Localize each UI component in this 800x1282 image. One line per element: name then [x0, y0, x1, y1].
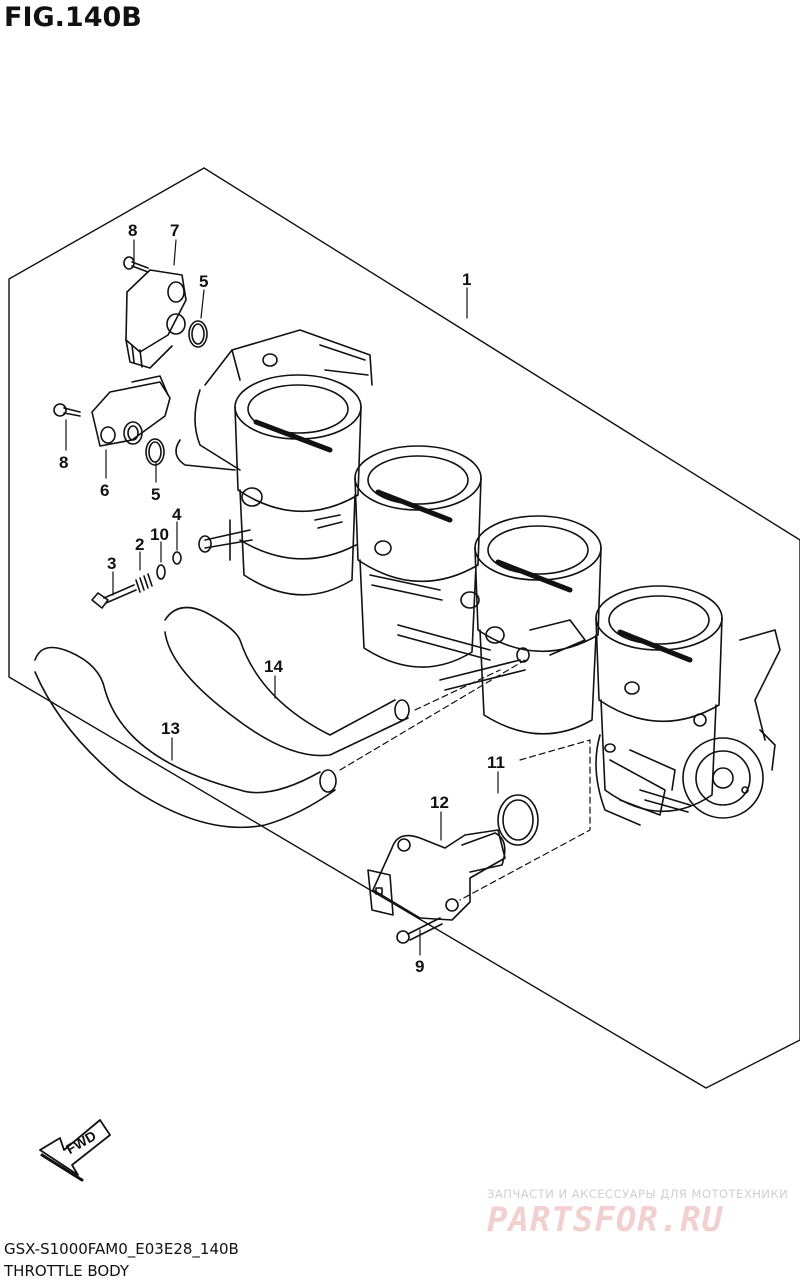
watermark-brand: PARTSFOR.RU — [487, 1200, 724, 1240]
sensor-part-7[interactable] — [125, 269, 187, 369]
screw-part-3[interactable] — [91, 584, 137, 609]
o-ring-part-11[interactable] — [497, 794, 539, 846]
assembly-frame — [8, 167, 800, 1089]
callout-5-lower: 5 — [151, 485, 160, 504]
fwd-arrow — [39, 1119, 111, 1182]
callout-3: 3 — [107, 554, 116, 573]
screw-part-9[interactable] — [396, 917, 443, 944]
callout-7: 7 — [170, 221, 179, 240]
callout-2: 2 — [135, 535, 144, 554]
o-ring-part-5-upper[interactable] — [188, 320, 208, 348]
throttle-body-assembly[interactable] — [175, 329, 781, 826]
callout-13: 13 — [161, 719, 180, 738]
diagram-name: THROTTLE BODY — [4, 1262, 130, 1280]
callout-4: 4 — [172, 505, 182, 524]
diagram-code: GSX-S1000FAM0_E03E28_140B — [4, 1240, 239, 1258]
leader-lines — [65, 239, 591, 956]
callout-14: 14 — [264, 657, 283, 676]
callout-10: 10 — [150, 525, 169, 544]
callout-1: 1 — [462, 270, 471, 289]
washer-part-4[interactable] — [172, 551, 182, 565]
callout-9: 9 — [415, 957, 424, 976]
callout-6: 6 — [100, 481, 109, 500]
callout-8-upper: 8 — [128, 221, 137, 240]
washer-part-10[interactable] — [156, 564, 166, 580]
callout-11: 11 — [487, 753, 505, 772]
o-ring-part-5-lower[interactable] — [145, 438, 165, 466]
figure-title: FIG.140B — [4, 2, 142, 33]
watermark-tagline: ЗАПЧАСТИ И АКСЕССУАРЫ ДЛЯ МОТОТЕХНИКИ — [487, 1187, 789, 1201]
callout-12: 12 — [430, 793, 449, 812]
hose-part-13[interactable] — [34, 646, 337, 829]
hose-part-14[interactable] — [164, 606, 410, 757]
callout-8-lower: 8 — [59, 453, 68, 472]
bolt-part-8-lower[interactable] — [53, 403, 81, 417]
spring-part-2[interactable] — [135, 573, 153, 593]
callout-5-upper: 5 — [199, 272, 208, 291]
valve-part-12[interactable] — [367, 829, 506, 921]
sensor-part-6[interactable] — [91, 375, 171, 447]
bolt-part-8-upper[interactable] — [123, 256, 149, 273]
